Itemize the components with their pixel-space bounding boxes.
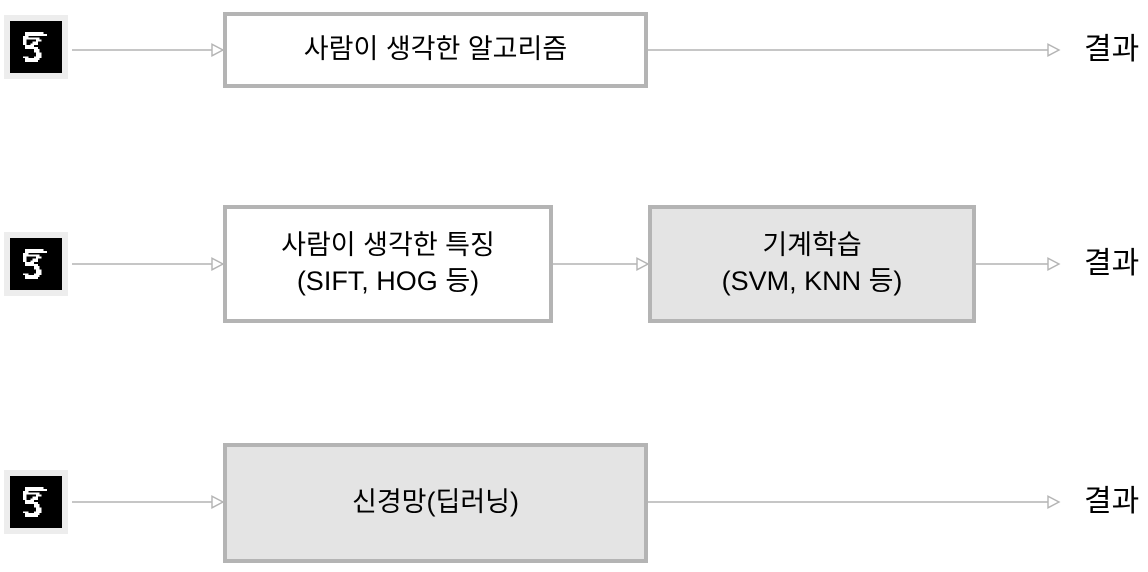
arrow-algorithm-to-result xyxy=(648,42,1061,58)
arrow-input-to-algorithm xyxy=(72,42,225,58)
input-digit-thumbnail xyxy=(4,470,68,534)
arrow-machine-learning-to-result xyxy=(976,256,1061,272)
result-label: 결과 xyxy=(1084,247,1140,280)
result-label: 결과 xyxy=(1084,485,1140,518)
pipeline-row-deep-learning: 신경망(딥러닝) 결과 xyxy=(0,435,1148,572)
process-box-human-algorithm: 사람이 생각한 알고리즘 xyxy=(223,12,648,88)
process-box-machine-learning: 기계학습 (SVM, KNN 등) xyxy=(648,205,976,323)
process-box-label: 신경망(딥러닝) xyxy=(351,487,520,518)
mnist-digit-five-icon xyxy=(10,238,62,290)
mnist-digit-five-icon xyxy=(10,476,62,528)
process-box-neural-network: 신경망(딥러닝) xyxy=(223,443,648,563)
input-digit-thumbnail xyxy=(4,232,68,296)
pipeline-row-rule-based: 사람이 생각한 알고리즘 결과 xyxy=(0,0,1148,100)
arrow-input-to-features xyxy=(72,256,225,272)
pipeline-row-classic-machine-learning: 사람이 생각한 특징 (SIFT, HOG 등) 기계학습 (SVM, KNN … xyxy=(0,190,1148,338)
input-digit-thumbnail xyxy=(4,15,68,79)
process-box-human-features: 사람이 생각한 특징 (SIFT, HOG 등) xyxy=(223,205,553,323)
process-box-label: 사람이 생각한 알고리즘 xyxy=(303,34,568,65)
process-box-label: 기계학습 (SVM, KNN 등) xyxy=(721,230,903,296)
arrow-features-to-machine-learning xyxy=(553,256,650,272)
mnist-digit-five-icon xyxy=(10,21,62,73)
process-box-label: 사람이 생각한 특징 (SIFT, HOG 등) xyxy=(281,230,495,296)
result-label: 결과 xyxy=(1084,33,1140,66)
arrow-input-to-neural-network xyxy=(72,494,225,510)
arrow-neural-network-to-result xyxy=(648,494,1061,510)
